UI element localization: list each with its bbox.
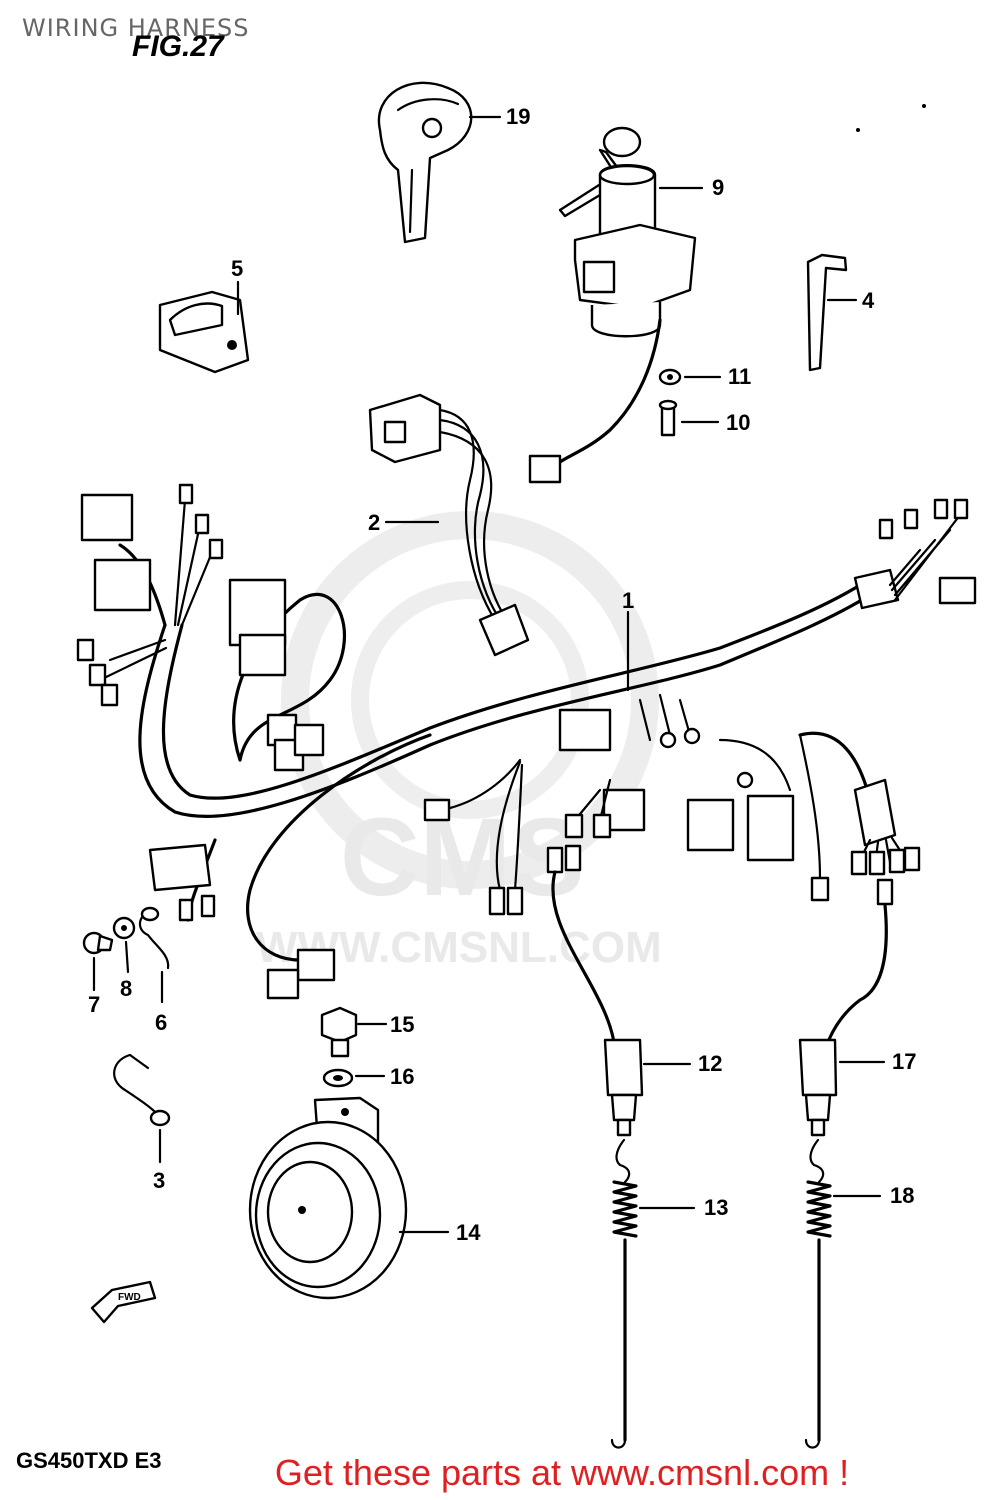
callout-9: 9 [712, 175, 724, 200]
fwd-arrow: FWD [90, 1280, 157, 1324]
callout-8: 8 [120, 976, 132, 1001]
part-13-spring [610, 1138, 638, 1449]
part-7-bolt [82, 931, 114, 955]
callout-18: 18 [890, 1183, 914, 1208]
part-6-clip [138, 906, 170, 970]
part-14-horn [248, 1096, 408, 1300]
part-18-spring [804, 1138, 832, 1449]
callout-12: 12 [698, 1051, 722, 1076]
wiring-diagram: CMS WWW.CMSNL.COM 19 9 4 5 [76, 81, 977, 1449]
part-15-bolt [320, 1006, 358, 1058]
part-11-nut [658, 368, 682, 386]
callout-19: 19 [506, 104, 530, 129]
callout-4: 4 [862, 288, 875, 313]
part-16-washer [322, 1068, 354, 1088]
callout-5: 5 [231, 256, 243, 281]
footer-link-text: Get these parts at www.cmsnl.com ! [274, 1452, 850, 1493]
model-label: GS450TXD E3 [16, 1448, 162, 1473]
part-10-screw [658, 399, 678, 437]
part-17-switch [798, 878, 894, 1137]
part-5-bracket [158, 290, 250, 374]
callout-1: 1 [622, 588, 634, 613]
part-12-stop-switch [546, 844, 644, 1137]
callout-6: 6 [155, 1010, 167, 1035]
fwd-arrow-label: FWD [118, 1292, 141, 1303]
part-2-sub-harness [368, 393, 530, 657]
part-19-key [377, 81, 473, 244]
part-1-main-harness [76, 483, 977, 1000]
ignition-switch-lead [558, 318, 662, 464]
footer-link[interactable]: Get these parts at www.cmsnl.com ! [0, 1452, 1004, 1494]
watermark-logo-text: CMS [340, 796, 584, 919]
callout-13: 13 [704, 1195, 728, 1220]
callout-7: 7 [88, 992, 100, 1017]
callout-14: 14 [456, 1220, 481, 1245]
part-3-clip [113, 1053, 171, 1127]
callout-17: 17 [892, 1049, 916, 1074]
callout-2: 2 [368, 510, 380, 535]
figure-label: FIG.27 [132, 30, 224, 63]
part-8-washer [112, 916, 136, 940]
callout-10: 10 [726, 410, 750, 435]
callout-3: 3 [153, 1168, 165, 1193]
part-9-ignition-switch [558, 126, 697, 338]
ignition-connector [528, 454, 562, 484]
callout-11: 11 [728, 364, 751, 389]
part-4-clamp [806, 253, 848, 372]
page-title: WIRING HARNESS [22, 14, 250, 42]
callout-15: 15 [390, 1012, 414, 1037]
callout-16: 16 [390, 1064, 414, 1089]
